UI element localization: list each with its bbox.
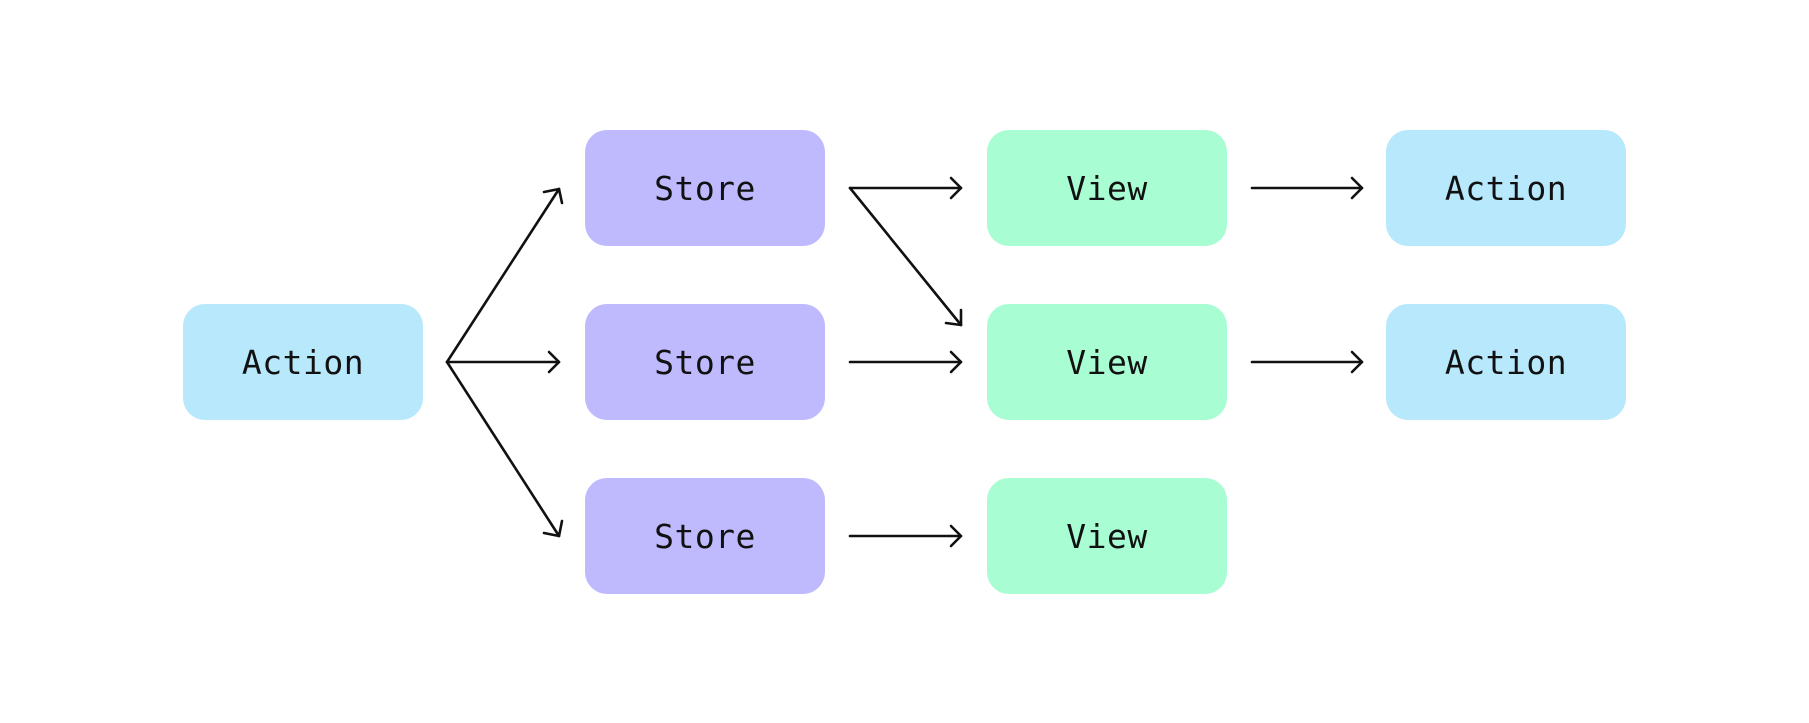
action-node-2: Action: [1386, 304, 1626, 420]
action-node-label: Action: [241, 342, 365, 382]
action-node-1: Action: [1386, 130, 1626, 246]
arrow-action-to-store-1: [445, 187, 564, 364]
store-node-label: Store: [654, 168, 756, 208]
action-node-source: Action: [183, 304, 423, 420]
arrow-store-2-to-view-2: [848, 350, 963, 374]
store-node-label: Store: [654, 342, 756, 382]
store-node-3: Store: [585, 478, 825, 594]
arrow-store-3-to-view-3: [848, 524, 963, 548]
arrow-action-to-store-2: [445, 350, 561, 374]
store-node-2: Store: [585, 304, 825, 420]
action-node-label: Action: [1444, 342, 1568, 382]
view-node-3: View: [987, 478, 1227, 594]
arrow-view-1-to-action-1: [1250, 176, 1364, 200]
arrow-action-to-store-3: [445, 360, 564, 538]
view-node-2: View: [987, 304, 1227, 420]
action-node-label: Action: [1444, 168, 1568, 208]
arrow-view-2-to-action-2: [1250, 350, 1364, 374]
view-node-1: View: [987, 130, 1227, 246]
store-node-1: Store: [585, 130, 825, 246]
view-node-label: View: [1066, 516, 1148, 556]
arrow-store-1-to-view-2: [848, 186, 963, 327]
view-node-label: View: [1066, 342, 1148, 382]
store-node-label: Store: [654, 516, 756, 556]
arrow-store-1-to-view-1: [848, 176, 963, 200]
view-node-label: View: [1066, 168, 1148, 208]
